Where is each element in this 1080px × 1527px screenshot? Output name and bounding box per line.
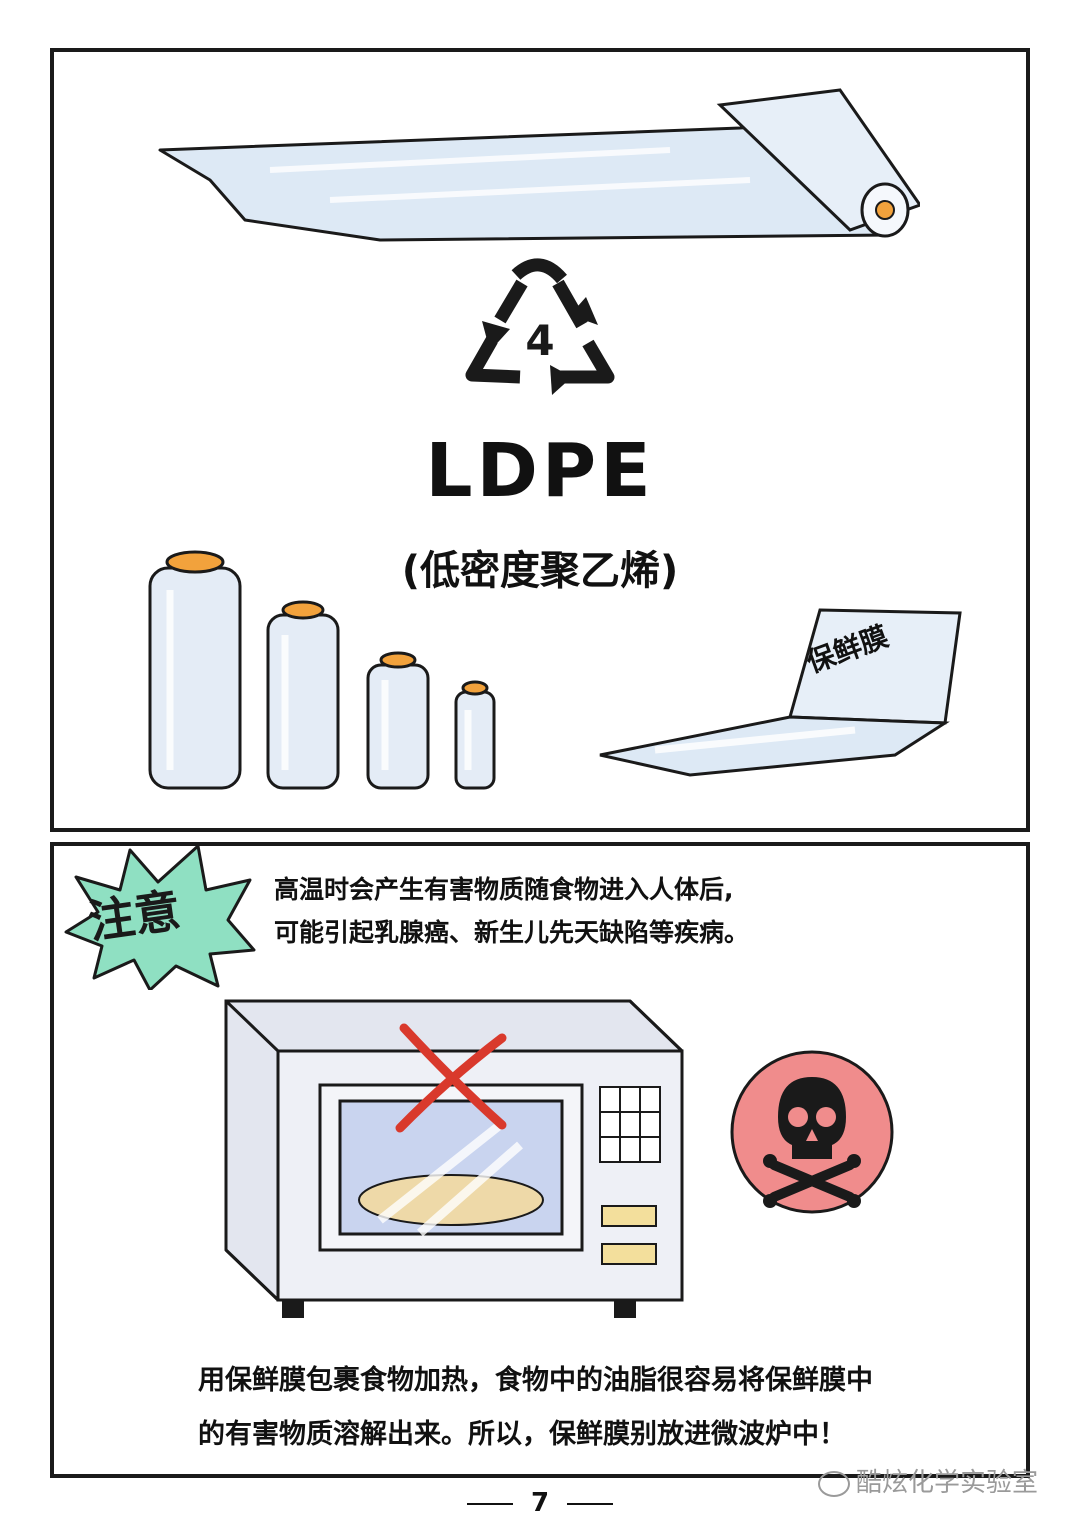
- attention-badge-text: 注意: [85, 882, 184, 950]
- material-name: (低密度聚乙烯): [401, 548, 679, 594]
- conclusion-line-1: 用保鲜膜包裹食物加热，食物中的油脂很容易将保鲜膜中: [198, 1365, 873, 1396]
- conclusion-line-2: 的有害物质溶解出来。所以，保鲜膜别放进微波炉中！: [198, 1419, 846, 1450]
- wrap-roll-icon: [148, 550, 496, 790]
- watermark-text: 酷炫化学实验室: [856, 1468, 1039, 1498]
- wrap-bag-icon: [599, 608, 962, 777]
- warning-line-1: 高温时会产生有害物质随食物进入人体后,: [274, 875, 734, 904]
- recycle-number: 4: [525, 316, 554, 365]
- recycle-4-icon: 4: [465, 258, 615, 395]
- skull-crossbones-icon: [730, 1050, 894, 1214]
- film-roll-icon: [158, 88, 920, 242]
- watermark: 酷炫化学实验室: [818, 1462, 1038, 1499]
- page-number: 7: [0, 1488, 1080, 1518]
- page-number-value: 7: [530, 1488, 550, 1518]
- attention-burst-icon: [64, 844, 256, 990]
- wechat-icon: [818, 1470, 850, 1497]
- microwave-icon: [224, 999, 684, 1318]
- resin-code-label: LDPE: [425, 428, 655, 514]
- warning-line-2: 可能引起乳腺癌、新生儿先天缺陷等疾病。: [274, 918, 750, 947]
- cross-mark-icon: [395, 1023, 507, 1133]
